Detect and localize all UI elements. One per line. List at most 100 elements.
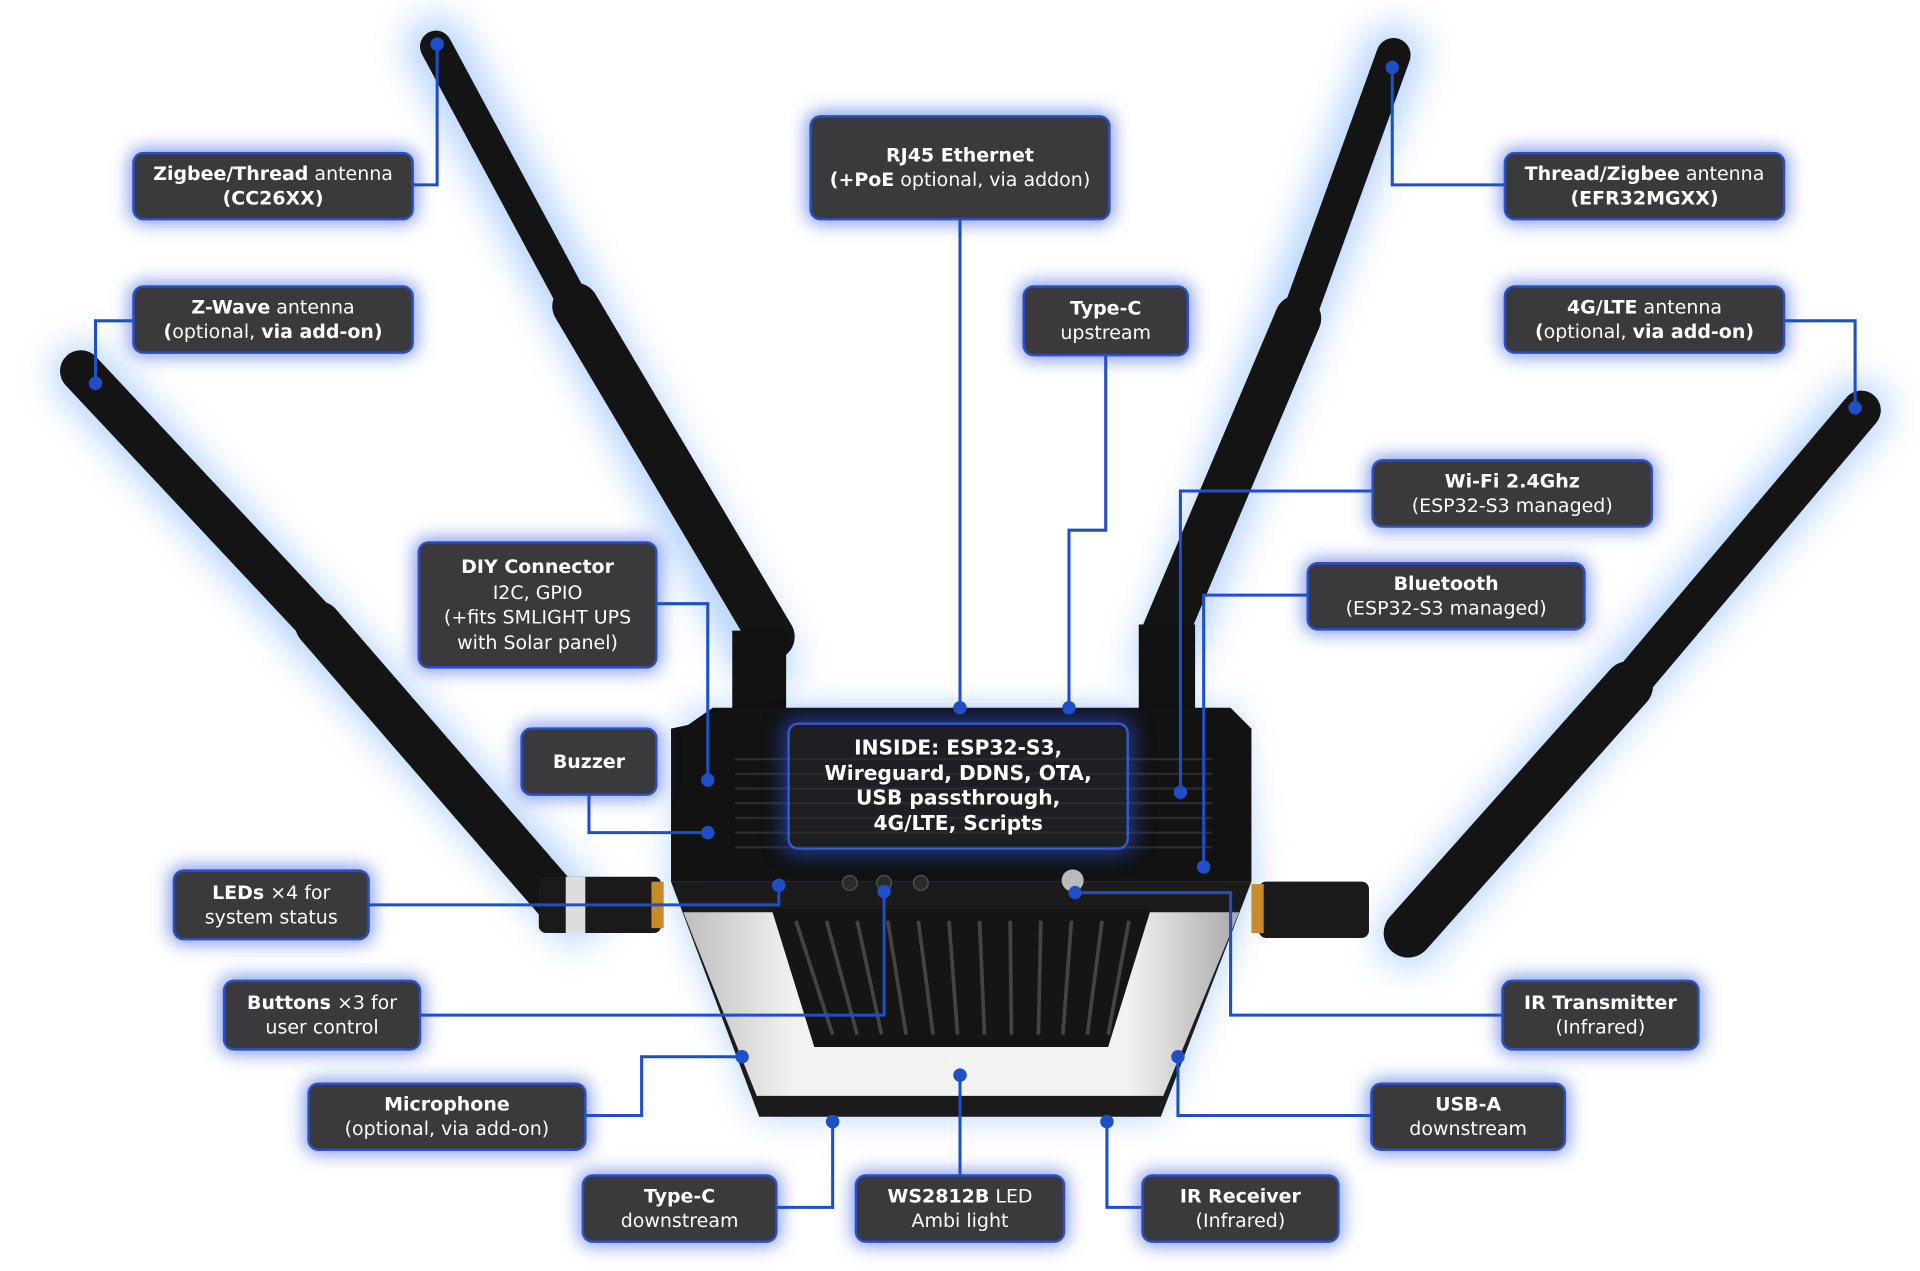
label-ir-receiver: IR Receiver(Infrared)	[1143, 1176, 1338, 1241]
antenna-thread-efr32	[1138, 37, 1411, 717]
label-line: Microphone	[310, 1092, 584, 1117]
label-line: Wireguard, DDNS, OTA,	[790, 761, 1127, 786]
label-text: LED	[989, 1184, 1033, 1207]
label-bold-text: Z-Wave	[191, 295, 271, 318]
label-line: Buttons ×3 for	[225, 990, 418, 1015]
label-line: (Infrared)	[1504, 1015, 1697, 1040]
label-bold-text: (CC26XX)	[222, 187, 324, 210]
label-line: IR Receiver	[1144, 1183, 1337, 1208]
label-buzzer: Buzzer	[522, 729, 656, 794]
label-text: ×4 for	[264, 881, 331, 904]
label-wifi: Wi-Fi 2.4Ghz(ESP32-S3 managed)	[1373, 461, 1651, 526]
label-bold-text: Thread/Zigbee	[1524, 162, 1680, 185]
label-text: ×3 for	[330, 991, 398, 1014]
label-zwave-antenna: Z-Wave antenna(optional, via add-on)	[134, 287, 412, 352]
label-bold-text: Type-C	[643, 1184, 716, 1207]
label-line: (ESP32-S3 managed)	[1309, 596, 1583, 621]
label-bold-text: USB-A	[1435, 1092, 1502, 1115]
label-bold-text: IR Transmitter	[1524, 991, 1677, 1014]
label-line: (CC26XX)	[135, 186, 412, 211]
label-bold-text: IR Receiver	[1179, 1184, 1301, 1207]
label-line: (optional, via add-on)	[135, 320, 412, 345]
label-bold-text: via add-on)	[261, 320, 383, 343]
label-text: downstream	[620, 1209, 739, 1232]
label-line: Bluetooth	[1309, 571, 1583, 596]
label-text: (Infrared)	[1195, 1209, 1286, 1232]
label-text: (Infrared)	[1555, 1016, 1646, 1039]
label-line: Z-Wave antenna	[135, 294, 412, 319]
label-bold-text: WS2812B	[887, 1184, 990, 1207]
label-line: Wi-Fi 2.4Ghz	[1374, 468, 1651, 493]
label-line: Buzzer	[523, 749, 655, 774]
label-microphone: Microphone(optional, via add-on)	[309, 1084, 585, 1149]
label-bold-text: RJ45 Ethernet	[886, 143, 1034, 166]
label-text: (+fits SMLIGHT UPS	[443, 606, 632, 629]
label-lte-antenna: 4G/LTE antenna(optional, via add-on)	[1506, 287, 1783, 352]
label-bold-text: Bluetooth	[1393, 572, 1499, 595]
label-text: I2C, GPIO	[492, 581, 583, 604]
label-text: upstream	[1060, 322, 1152, 345]
label-line: Type-C	[584, 1183, 775, 1208]
label-text: optional,	[1543, 320, 1633, 343]
label-line: upstream	[1025, 321, 1187, 346]
label-line: (ESP32-S3 managed)	[1374, 493, 1651, 518]
label-ir-transmitter: IR Transmitter(Infrared)	[1503, 982, 1698, 1049]
label-line: LEDs ×4 for	[175, 880, 367, 905]
label-line: system status	[175, 905, 367, 930]
label-line: Thread/Zigbee antenna	[1506, 161, 1783, 186]
label-text: antenna	[270, 295, 355, 318]
label-line: INSIDE: ESP32-S3,	[790, 736, 1127, 761]
label-zigbee-thread-antenna: Zigbee/Thread antenna(CC26XX)	[134, 154, 412, 218]
label-line: I2C, GPIO	[420, 580, 655, 605]
label-bold-text: Buttons	[246, 991, 331, 1014]
label-bold-text: USB passthrough,	[855, 786, 1061, 810]
label-bold-text: (EFR32MGXX)	[1570, 187, 1719, 210]
label-line: downstream	[584, 1209, 775, 1234]
leader-lines	[93, 44, 1857, 1209]
label-bold-text: LEDs	[212, 881, 265, 904]
label-line: (Infrared)	[1144, 1209, 1337, 1234]
label-text: (ESP32-S3 managed)	[1411, 494, 1613, 517]
label-line: 4G/LTE antenna	[1506, 294, 1783, 319]
label-line: 4G/LTE, Scripts	[790, 811, 1127, 836]
label-text: antenna	[308, 162, 393, 185]
label-text: system status	[204, 906, 338, 929]
label-text: antenna	[1637, 295, 1723, 318]
label-line: with Solar panel)	[420, 630, 655, 655]
label-line: (EFR32MGXX)	[1506, 186, 1783, 211]
label-line: Zigbee/Thread antenna	[135, 161, 412, 186]
label-line: (+PoE optional, via addon)	[812, 168, 1108, 193]
label-text: downstream	[1409, 1117, 1528, 1141]
label-bold-text: Zigbee/Thread	[153, 162, 309, 185]
label-bold-text: 4G/LTE, Scripts	[873, 811, 1043, 835]
label-bold-text: INSIDE: ESP32-S3,	[854, 735, 1063, 760]
label-line: user control	[225, 1015, 418, 1040]
label-bluetooth: Bluetooth(ESP32-S3 managed)	[1308, 564, 1584, 629]
label-line: DIY Connector	[420, 555, 655, 580]
label-text: with Solar panel)	[457, 631, 618, 654]
label-text: user control	[265, 1016, 379, 1039]
anchor-dots	[88, 37, 1862, 1129]
label-bold-text: Wi-Fi 2.4Ghz	[1444, 469, 1580, 492]
label-text: (optional, via add-on)	[344, 1117, 550, 1141]
label-line: (optional, via add-on)	[1506, 320, 1783, 345]
label-line: WS2812B LED	[857, 1183, 1063, 1208]
label-line: (optional, via add-on)	[310, 1117, 584, 1142]
label-line: Ambi light	[857, 1209, 1063, 1234]
label-thread-zigbee-antenna: Thread/Zigbee antenna(EFR32MGXX)	[1506, 154, 1783, 218]
label-bold-text: 4G/LTE	[1566, 295, 1638, 318]
label-bold-text: via add-on)	[1632, 320, 1755, 343]
label-bold-text: Wireguard, DDNS, OTA,	[824, 761, 1092, 785]
label-rj45-ethernet: RJ45 Ethernet(+PoE optional, via addon)	[811, 117, 1109, 218]
label-line: (+fits SMLIGHT UPS	[420, 605, 655, 630]
label-text: Ambi light	[911, 1209, 1009, 1232]
label-line: IR Transmitter	[1504, 990, 1697, 1015]
label-line: Type-C	[1025, 296, 1187, 321]
antenna-zigbee-cc26xx	[420, 30, 795, 717]
label-line: downstream	[1373, 1117, 1564, 1142]
